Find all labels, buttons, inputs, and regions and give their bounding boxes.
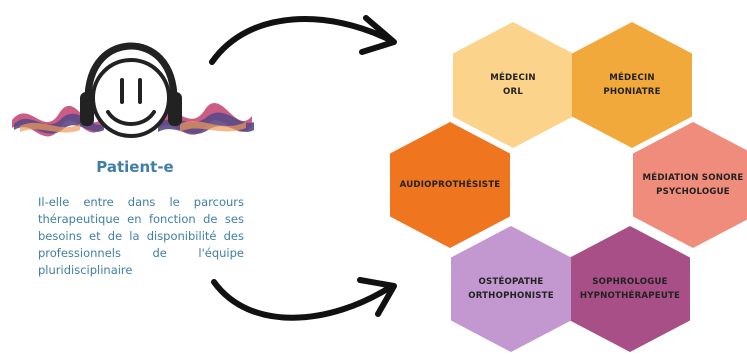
hex-osteopathe-orthophoniste: OSTÉOPATHE ORTHOPHONISTE — [451, 226, 571, 352]
hex-sophrologue-hypnotherapeute: SOPHROLOGUE HYPNOTHÉRAPEUTE — [570, 226, 690, 352]
hex-label-line: PSYCHOLOGUE — [656, 187, 730, 197]
hex-label-line: PHONIATRE — [603, 87, 661, 97]
patient-illustration — [12, 42, 254, 138]
hex-label-line: MÉDIATION SONORE — [642, 173, 744, 183]
hex-label-line: MÉDECIN — [609, 73, 655, 83]
hex-label-line: ORL — [503, 87, 523, 97]
hex-label-line: AUDIOPROTHÉSISTE — [399, 180, 501, 190]
curved-arrow-icon-bottom — [211, 277, 397, 321]
patient-title: Patient-e — [96, 158, 174, 176]
hex-medecin-orl: MÉDECIN ORL — [453, 22, 573, 148]
hex-label-line: MÉDECIN — [490, 73, 536, 83]
hex-audioprothesiste: AUDIOPROTHÉSISTE — [390, 122, 510, 248]
hex-medecin-phoniatre: MÉDECIN PHONIATRE — [572, 22, 692, 148]
hex-label-line: ORTHOPHONISTE — [468, 291, 554, 301]
hex-mediation-sonore-psychologue: MÉDIATION SONORE PSYCHOLOGUE — [633, 122, 747, 248]
patient-description: Il-elle entre dans le parcours thérapeut… — [38, 195, 244, 277]
soundwave-icon — [12, 103, 254, 137]
smiling-face-headphones-icon — [80, 42, 182, 138]
hex-label-line: OSTÉOPATHE — [478, 277, 544, 287]
hex-label-line: SOPHROLOGUE — [592, 277, 668, 287]
hex-label-line: HYPNOTHÉRAPEUTE — [579, 291, 681, 301]
